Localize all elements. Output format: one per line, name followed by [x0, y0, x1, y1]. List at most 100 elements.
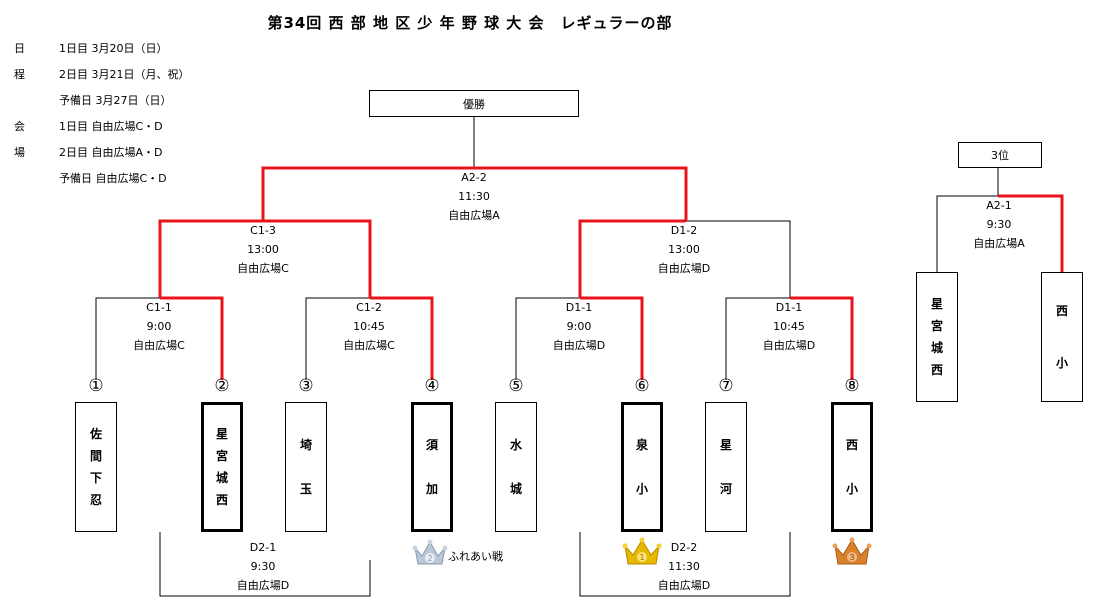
match-venue: 自由広場D — [657, 579, 711, 592]
match-venue: 自由広場A — [973, 237, 1025, 250]
team-char: 西 — [930, 363, 943, 377]
match-d1-2: D1-2 13:00 自由広場D — [624, 221, 744, 278]
match-id: D2-2 — [670, 541, 698, 554]
team-char: 下 — [89, 471, 102, 485]
team-char: 小 — [635, 482, 648, 496]
match-venue: 自由広場A — [448, 209, 500, 222]
match-a2-1: A2-1 9:30 自由広場A — [939, 196, 1059, 253]
match-time: 9:30 — [986, 218, 1012, 231]
third-team-box: 星宮城西 — [916, 272, 958, 402]
match-c1-2: C1-2 10:45 自由広場C — [309, 298, 429, 355]
page-title: 第34回 西 部 地 区 少 年 野 球 大 会 レギュラーの部 — [267, 14, 673, 32]
team-char: 宮 — [215, 449, 228, 463]
venue-spare: 予備日 自由広場C・D — [59, 172, 167, 185]
match-id: C1-3 — [250, 224, 276, 237]
team-char: 水 — [509, 438, 522, 452]
silver-crown-icon: 2 — [412, 539, 448, 565]
team-char: 須 — [425, 438, 438, 452]
team-char: 泉 — [635, 438, 648, 452]
team-char: 佐 — [89, 427, 102, 441]
match-id: D2-1 — [249, 541, 277, 554]
match-time: 10:45 — [773, 320, 805, 333]
team-box: 水城 — [495, 402, 537, 532]
team-box: 星河 — [705, 402, 747, 532]
team-box-winner: 星宮城西 — [201, 402, 243, 532]
team-char: 小 — [1055, 356, 1068, 370]
team-char: 小 — [845, 482, 858, 496]
match-time: 9:00 — [146, 320, 172, 333]
team-box: 佐間下忍 — [75, 402, 117, 532]
match-venue: 自由広場D — [552, 339, 606, 352]
match-venue: 自由広場C — [343, 339, 395, 352]
match-venue: 自由広場D — [657, 262, 711, 275]
team-box: 埼玉 — [285, 402, 327, 532]
match-venue: 自由広場D — [762, 339, 816, 352]
venue-day1: 1日目 自由広場C・D — [59, 120, 163, 133]
bronze-crown-icon: 3 — [832, 537, 872, 565]
svg-text:3: 3 — [849, 553, 854, 562]
match-time: 9:00 — [566, 320, 592, 333]
team-char: 城 — [930, 341, 943, 355]
seed-number: ③ — [298, 376, 314, 396]
team-box-winner: 西小 — [831, 402, 873, 532]
team-char: 西 — [215, 493, 228, 507]
match-id: A2-2 — [461, 171, 487, 184]
champion-box: 優勝 — [369, 90, 579, 117]
match-c1-1: C1-1 9:00 自由広場C — [99, 298, 219, 355]
fureai-label: ふれあい戦 — [448, 550, 503, 563]
match-time: 10:45 — [353, 320, 385, 333]
match-d2-1: D2-1 9:30 自由広場D — [203, 538, 323, 595]
team-box-winner: 泉小 — [621, 402, 663, 532]
team-char: 西 — [845, 438, 858, 452]
team-char: 間 — [89, 449, 102, 463]
team-char: 埼 — [299, 438, 312, 452]
seed-number: ⑦ — [718, 376, 734, 396]
seed-number: ⑥ — [634, 376, 650, 396]
team-box-winner: 須加 — [411, 402, 453, 532]
match-id: D1-2 — [670, 224, 698, 237]
schedule-spare: 予備日 3月27日（日） — [59, 94, 172, 107]
schedule-day1: 1日目 3月20日（日） — [59, 42, 168, 55]
gold-crown-icon: 1 — [622, 537, 662, 565]
match-time: 9:30 — [250, 560, 276, 573]
svg-text:2: 2 — [427, 554, 432, 563]
match-id: D1-1 — [775, 301, 803, 314]
team-char: 西 — [1055, 304, 1068, 318]
team-char: 城 — [215, 471, 228, 485]
venue-day2: 2日目 自由広場A・D — [59, 146, 163, 159]
team-char: 宮 — [930, 319, 943, 333]
team-char: 忍 — [89, 493, 102, 507]
seed-number: ① — [88, 376, 104, 396]
team-char: 加 — [425, 482, 438, 496]
match-id: C1-1 — [146, 301, 172, 314]
match-id: A2-1 — [986, 199, 1012, 212]
match-a2-2: A2-2 11:30 自由広場A — [414, 168, 534, 225]
match-c1-3: C1-3 13:00 自由広場C — [203, 221, 323, 278]
match-d1-1a: D1-1 9:00 自由広場D — [519, 298, 639, 355]
match-venue: 自由広場D — [236, 579, 290, 592]
team-char: 星 — [930, 297, 943, 311]
seed-number: ② — [214, 376, 230, 396]
venue-label: 会場 — [14, 120, 25, 159]
seed-number: ⑤ — [508, 376, 524, 396]
match-time: 13:00 — [247, 243, 279, 256]
team-char: 星 — [719, 438, 732, 452]
third-team-box: 西小 — [1041, 272, 1083, 402]
team-char: 河 — [719, 482, 732, 496]
match-id: D1-1 — [565, 301, 593, 314]
schedule-label: 日程 — [14, 42, 25, 81]
match-id: C1-2 — [356, 301, 382, 314]
match-time: 11:30 — [668, 560, 700, 573]
team-char: 星 — [215, 427, 228, 441]
seed-number: ⑧ — [844, 376, 860, 396]
match-time: 11:30 — [458, 190, 490, 203]
team-char: 玉 — [299, 482, 312, 496]
match-d2-2: D2-2 11:30 自由広場D — [624, 538, 744, 595]
team-char: 城 — [509, 482, 522, 496]
match-d1-1b: D1-1 10:45 自由広場D — [729, 298, 849, 355]
match-venue: 自由広場C — [133, 339, 185, 352]
seed-number: ④ — [424, 376, 440, 396]
third-place-box: 3位 — [958, 142, 1042, 168]
match-venue: 自由広場C — [237, 262, 289, 275]
